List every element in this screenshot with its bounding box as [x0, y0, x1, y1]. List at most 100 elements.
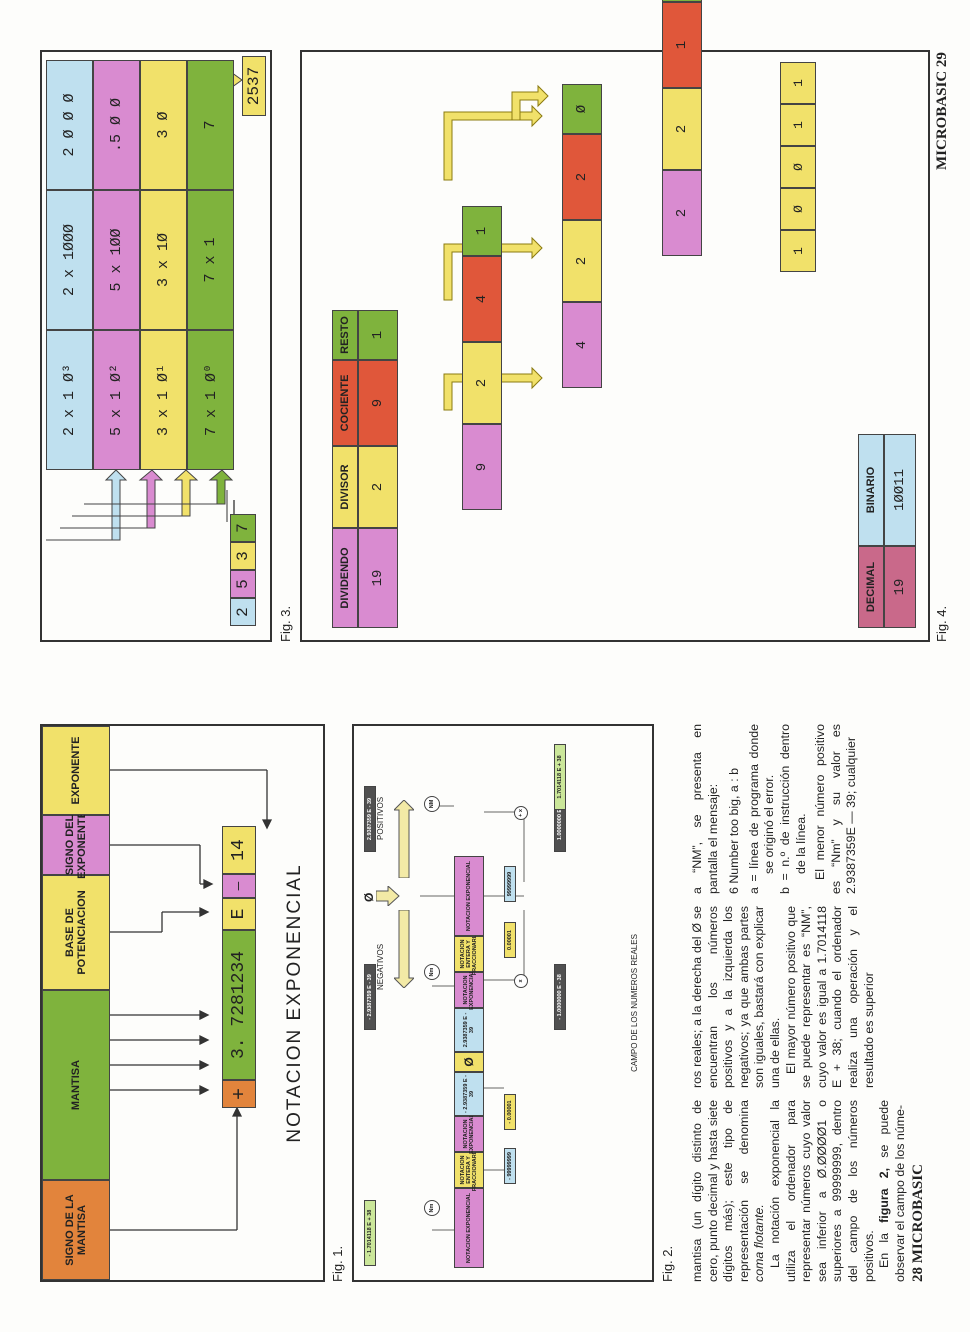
- expr-2: 3 x 1 Ø¹: [140, 330, 187, 470]
- fig4-caption: Fig. 4.: [934, 605, 949, 642]
- dividend: 2: [662, 170, 702, 256]
- remainder: Ø: [662, 0, 702, 2]
- c1-p1-em: coma flotante.: [752, 1204, 767, 1282]
- negativos-arrow-icon: [392, 909, 419, 989]
- exponent-cell: 14: [222, 826, 256, 874]
- base-cell: E: [222, 898, 256, 930]
- digit-7: 7: [230, 514, 256, 542]
- divisor: 2: [462, 342, 502, 424]
- dividend: 4: [562, 302, 602, 388]
- quotient: 1: [662, 2, 702, 88]
- res-3: 7: [187, 60, 234, 190]
- remainder: 1: [358, 310, 398, 360]
- c3-p2: 6 Number too big, a : b: [727, 767, 742, 894]
- c3-p4: b = n.º de instrucción dentro de la líne…: [777, 724, 808, 894]
- divisor: 2: [358, 446, 398, 528]
- seg-zero: Ø: [454, 1052, 484, 1072]
- c1-p3a: En la: [877, 1222, 892, 1268]
- fig3-frame: 2 5 3 7 2 x 1 Ø³ 2 x 1ØØØ 2 Ø Ø Ø 5 x 1 …: [40, 50, 272, 642]
- seg-exp-pos2: NOTACION EXPONENCIAL: [454, 856, 484, 936]
- circle-nm-pos: NM: [424, 796, 440, 812]
- circle-nm-neg2: Nm: [424, 964, 440, 980]
- dark-pos-box: 2.9387359 E - 39: [364, 786, 376, 852]
- remainder: Ø: [562, 84, 602, 134]
- c3-p3: a = línea de programa donde se originó e…: [746, 724, 777, 894]
- fig4-frame: DIVIDENDO DIVISOR COCIENTE RESTO 19 2 9 …: [300, 0, 930, 642]
- campo-label: CAMPO DE LOS NUMEROS REALES: [630, 934, 639, 1072]
- fig2-caption: Fig. 2.: [660, 1245, 675, 1282]
- seg-pos-min: 2.9387359 E - 39: [454, 1008, 484, 1052]
- quotient: 9: [358, 360, 398, 446]
- seg-exp-neg2: NOTACION EXPONENCIAL: [454, 1114, 484, 1154]
- h-divisor: DIVISOR: [332, 446, 358, 528]
- mantissa-cell: 3. 7281234: [222, 930, 256, 1080]
- c1-p3b: figura 2,: [877, 1167, 892, 1223]
- big-neg-box: - 99999999: [504, 1148, 516, 1184]
- c2-p2: El mayor número positivo que se puede re…: [783, 906, 876, 1088]
- dark-neg-low: - 1.0000000 E - 38: [554, 964, 566, 1030]
- bit: 1: [780, 230, 816, 272]
- small-pos-box: 0.00001: [504, 922, 516, 958]
- fig1-connectors: [110, 769, 273, 1231]
- t-decimal-h: DECIMAL: [858, 546, 884, 628]
- neg-max-box: - 1.7014118 E + 38: [364, 1200, 376, 1266]
- quotient: 4: [462, 256, 502, 342]
- mult-3: 7 x 1: [187, 190, 234, 330]
- circle-x-neg: x: [514, 974, 528, 988]
- bit: Ø: [780, 188, 816, 230]
- dark-neg-box: - 2.9387359 E - 39: [364, 964, 376, 1030]
- bit: 1: [780, 104, 816, 146]
- sum-box: 2537: [242, 56, 266, 116]
- fig1-frame: SIGNO DE LA MANTISA MANTISA BASE DE POTE…: [40, 724, 325, 1282]
- c2-p1: ros reales; a la derecha del Ø se encuen…: [690, 906, 782, 1088]
- res-0: 2 Ø Ø Ø: [46, 60, 93, 190]
- dividend: 19: [358, 528, 398, 628]
- folio-left: 28 MICROBASIC: [910, 1164, 926, 1282]
- exp-sign-cell: —: [222, 874, 256, 898]
- folio-right: MICROBASIC 29: [934, 52, 950, 170]
- text-col-2: ros reales; a la derecha del Ø se encuen…: [690, 906, 895, 1088]
- mult-1: 5 x 1ØØ: [93, 190, 140, 330]
- fig1-caption: Fig. 1.: [330, 1245, 345, 1282]
- sign-cell: +: [222, 1080, 256, 1108]
- expr-1: 5 x 1 Ø²: [93, 330, 140, 470]
- c3-p1: a “NM”, se presenta en pantalla el mensa…: [690, 724, 720, 894]
- text-col-1: mantisa (un dígito distinto de cero, pun…: [690, 1100, 907, 1282]
- expr-0: 2 x 1 Ø³: [46, 330, 93, 470]
- seg-neg-min: - 2.9387359 E - 39: [454, 1072, 484, 1116]
- pos-max-box: 1.7014118 E + 38: [554, 744, 566, 810]
- seg-exp-neg: NOTACION EXPONENCIAL: [454, 1188, 484, 1268]
- t-binario-v: 1ØØ11: [884, 434, 916, 546]
- mult-0: 2 x 1ØØØ: [46, 190, 93, 330]
- res-2: 3 Ø: [140, 60, 187, 190]
- digit-2: 2: [230, 598, 256, 626]
- c3-p5: El menor número positivo es “Nm” y su va…: [813, 724, 859, 894]
- expr-3: 7 x 1 Ø⁰: [187, 330, 234, 470]
- fig2-frame: Ø NEGATIVOS POSITIVOS - 1.7014118 E +: [352, 724, 654, 1282]
- seg-exp-pos: NOTACION EXPONENCIAL: [454, 970, 484, 1010]
- mult-2: 3 x 1Ø: [140, 190, 187, 330]
- down-arrow-icon: [375, 884, 405, 908]
- text-col-3: a “NM”, se presenta en pantalla el mensa…: [690, 724, 895, 894]
- c1-p2: La notación exponencial la utiliza el or…: [767, 1100, 876, 1282]
- fig1-title: NOTACION EXPONENCIAL: [284, 863, 305, 1143]
- quotient: 2: [562, 134, 602, 220]
- res-1: .5 Ø Ø: [93, 60, 140, 190]
- t-binario-h: BINARIO: [858, 434, 884, 546]
- digit-3: 3: [230, 542, 256, 570]
- small-neg-box: - 0.00001: [504, 1094, 516, 1130]
- fig3-table: 2 x 1 Ø³ 2 x 1ØØØ 2 Ø Ø Ø 5 x 1 Ø² 5 x 1…: [46, 60, 236, 470]
- fig3-connectors: [46, 69, 253, 613]
- divisor: 2: [562, 220, 602, 302]
- h-dividendo: DIVIDENDO: [332, 528, 358, 628]
- bit: 1: [780, 62, 816, 104]
- fig2-connectors: [420, 805, 525, 1231]
- bit: Ø: [780, 146, 816, 188]
- big-pos-box: 99999999: [504, 866, 516, 902]
- remainder: 1: [462, 206, 502, 256]
- h-resto: RESTO: [332, 310, 358, 360]
- circle-x-pos: + x: [514, 806, 528, 820]
- t-decimal-v: 19: [884, 546, 916, 628]
- c1-p1: mantisa (un dígito distinto de cero, pun…: [690, 1100, 751, 1282]
